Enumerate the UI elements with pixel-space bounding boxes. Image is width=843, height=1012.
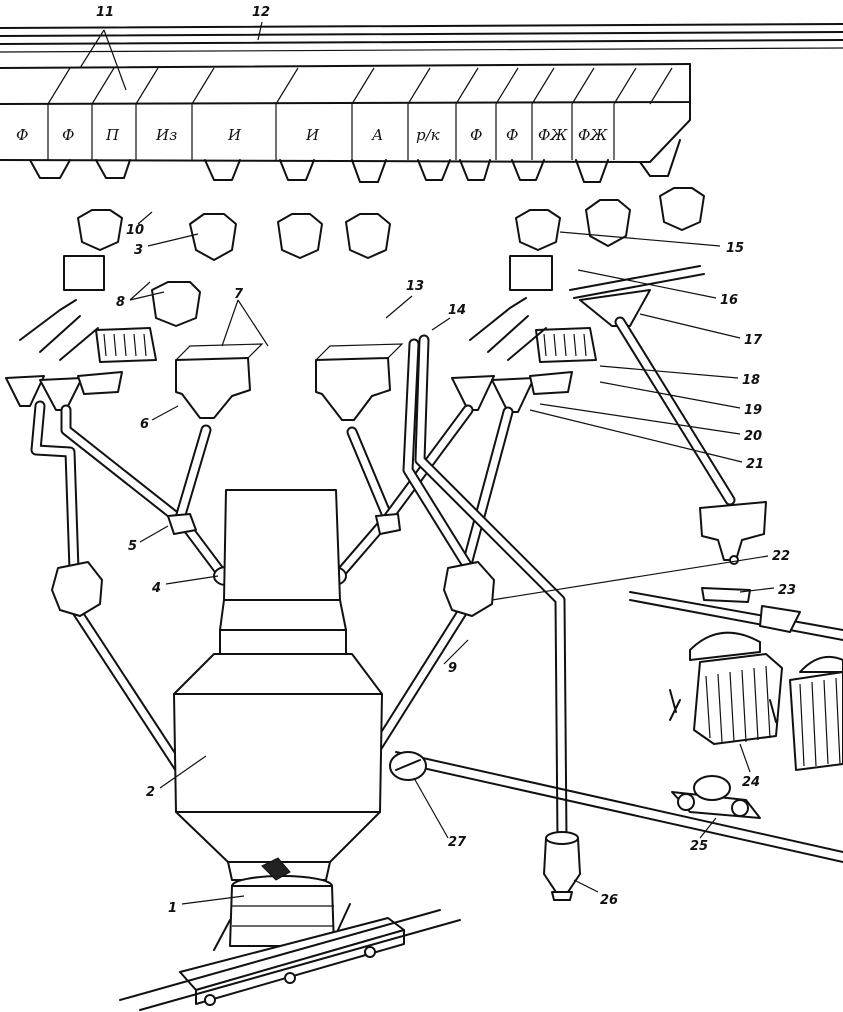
valve-unit	[389, 751, 427, 781]
leader-lines	[79, 21, 775, 905]
bin-label-5: И	[227, 126, 242, 144]
callout-24: 24	[742, 775, 760, 790]
furnace	[173, 489, 383, 947]
callout-11: 11	[96, 5, 114, 20]
callout-18: 18	[742, 373, 760, 388]
bin-label-1: Ф	[16, 126, 28, 144]
screen-units	[19, 255, 597, 363]
chutes	[30, 316, 736, 882]
callout-8: 8	[116, 295, 125, 310]
callout-17: 17	[744, 333, 763, 348]
callout-14: 14	[448, 303, 466, 318]
bin-label-3: П	[105, 126, 120, 144]
callout-26: 26	[600, 893, 618, 908]
callout-6: 6	[140, 417, 149, 432]
overhead-rails	[0, 23, 843, 53]
callout-23: 23	[778, 583, 796, 598]
callout-15: 15	[726, 241, 744, 256]
bin-label-6: И	[305, 126, 320, 144]
callout-16: 16	[720, 293, 738, 308]
bin-labels: Ф Ф П Из И И А р/к Ф Ф ФЖ ФЖ	[16, 126, 608, 144]
bin-label-4: Из	[155, 126, 177, 144]
callout-21: 21	[746, 457, 764, 472]
callout-2: 2	[146, 785, 155, 800]
bin-label-7: А	[371, 126, 383, 144]
callout-numbers: 1 2 3 4 5 6 7 8 9 10 11 12 13 14 15 16 1…	[96, 5, 796, 916]
dust-silo	[543, 831, 581, 901]
collecting-hoppers	[175, 343, 404, 421]
bin-label-2: Ф	[62, 126, 74, 144]
callout-20: 20	[744, 429, 762, 444]
callout-7: 7	[234, 287, 244, 302]
callout-19: 19	[744, 403, 762, 418]
furnace-carriage	[119, 903, 461, 1011]
right-hoppers	[569, 265, 767, 565]
callout-25: 25	[690, 839, 708, 854]
callout-1: 1	[168, 901, 177, 916]
callout-3: 3	[134, 243, 143, 258]
callout-13: 13	[406, 279, 424, 294]
small-funnels	[5, 371, 573, 413]
callout-12: 12	[252, 5, 270, 20]
callout-5: 5	[128, 539, 137, 554]
bin-label-11: ФЖ	[538, 126, 568, 144]
callout-27: 27	[448, 835, 467, 850]
weighing-hoppers	[77, 187, 705, 327]
callout-9: 9	[448, 661, 457, 676]
casting-area	[395, 587, 843, 863]
callout-10: 10	[126, 223, 144, 238]
callout-4: 4	[151, 581, 161, 596]
bin-label-8: р/к	[416, 126, 440, 144]
callout-22: 22	[772, 549, 790, 564]
bin-label-10: Ф	[506, 126, 518, 144]
bin-label-9: Ф	[470, 126, 482, 144]
intermediate-hoppers	[51, 561, 495, 617]
bin-label-12: ФЖ	[578, 126, 608, 144]
bunker-row	[0, 63, 691, 183]
